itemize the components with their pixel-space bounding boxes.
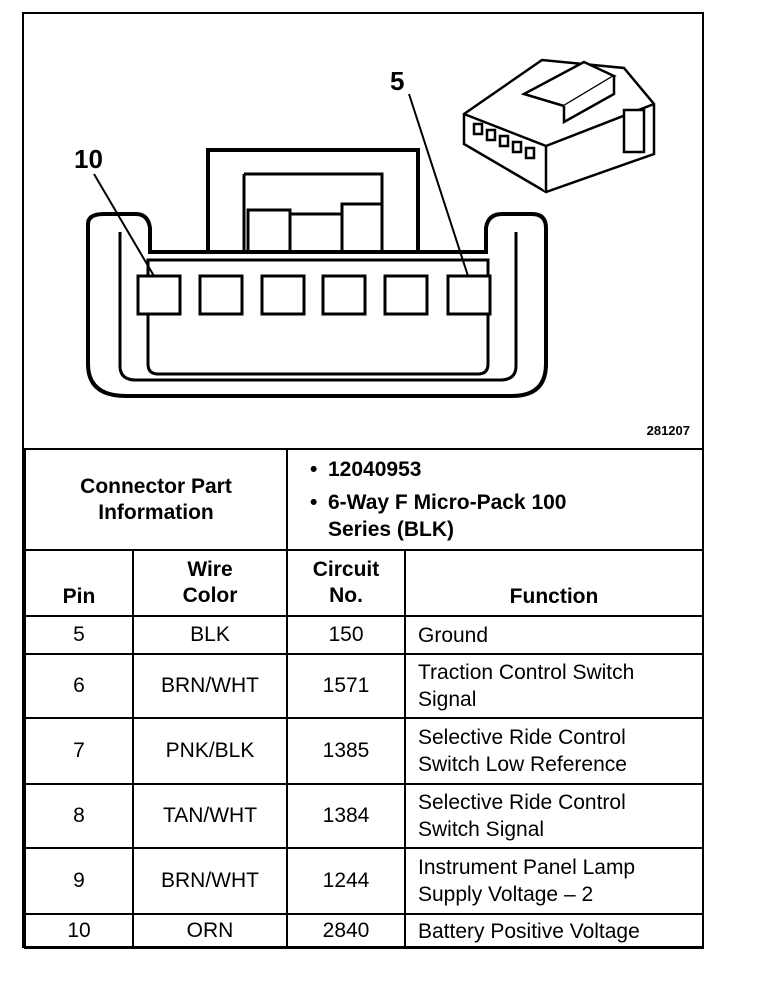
connector-info-row: Connector Part Information •12040953 •6-… (24, 448, 704, 551)
connector-info-item: •6-Way F Micro-Pack 100 Series (BLK) (310, 491, 567, 541)
table-row: 8 TAN/WHT 1384 Selective Ride Control Sw… (24, 783, 704, 849)
cell-function: Selective Ride Control Switch Signal (404, 783, 704, 849)
table-row: 9 BRN/WHT 1244 Instrument Panel Lamp Sup… (24, 847, 704, 915)
cell-function: Instrument Panel Lamp Supply Voltage – 2 (404, 847, 704, 915)
connector-info-item: •12040953 (310, 458, 422, 481)
cell-pin: 5 (24, 615, 134, 655)
cell-pin: 9 (24, 847, 134, 915)
pinout-table: Connector Part Information •12040953 •6-… (24, 448, 704, 949)
cell-function: Ground (404, 615, 704, 655)
table-row: 7 PNK/BLK 1385 Selective Ride Control Sw… (24, 717, 704, 785)
cell-wire-color: BRN/WHT (132, 847, 288, 915)
cell-wire-color: BLK (132, 615, 288, 655)
cell-wire-color: TAN/WHT (132, 783, 288, 849)
cell-pin: 7 (24, 717, 134, 785)
connector-sheet: 10 5 281207 Connector Part Information •… (22, 12, 704, 949)
cell-pin: 10 (24, 913, 134, 949)
cell-circuit: 1385 (286, 717, 406, 785)
cell-wire-color: ORN (132, 913, 288, 949)
cell-circuit: 1384 (286, 783, 406, 849)
connector-face-drawing (86, 58, 656, 398)
connector-iso-view (462, 58, 656, 194)
figure-id: 281207 (646, 423, 690, 438)
callout-pin-10: 10 (74, 144, 103, 174)
cell-circuit: 150 (286, 615, 406, 655)
callout-pin-5: 5 (390, 66, 405, 96)
cell-circuit: 2840 (286, 913, 406, 949)
cell-pin: 6 (24, 653, 134, 719)
cell-circuit: 1571 (286, 653, 406, 719)
connector-info-list: •12040953 •6-Way F Micro-Pack 100 Series… (286, 448, 704, 551)
cell-wire-color: PNK/BLK (132, 717, 288, 785)
header-wire-color: Wire Color (132, 549, 288, 617)
table-row: 5 BLK 150 Ground (24, 615, 704, 655)
cell-pin: 8 (24, 783, 134, 849)
header-function: Function (404, 549, 704, 617)
header-circuit-no: Circuit No. (286, 549, 406, 617)
table-row: 10 ORN 2840 Battery Positive Voltage (24, 913, 704, 949)
cell-wire-color: BRN/WHT (132, 653, 288, 719)
cell-circuit: 1244 (286, 847, 406, 915)
table-header-row: Pin Wire Color Circuit No. Function (24, 549, 704, 617)
table-row: 6 BRN/WHT 1571 Traction Control Switch S… (24, 653, 704, 719)
header-pin: Pin (24, 549, 134, 617)
cell-function: Traction Control Switch Signal (404, 653, 704, 719)
connector-info-label: Connector Part Information (24, 448, 288, 551)
connector-diagram: 10 5 281207 (24, 14, 702, 448)
cell-function: Selective Ride Control Switch Low Refere… (404, 717, 704, 785)
cell-function: Battery Positive Voltage (404, 913, 704, 949)
